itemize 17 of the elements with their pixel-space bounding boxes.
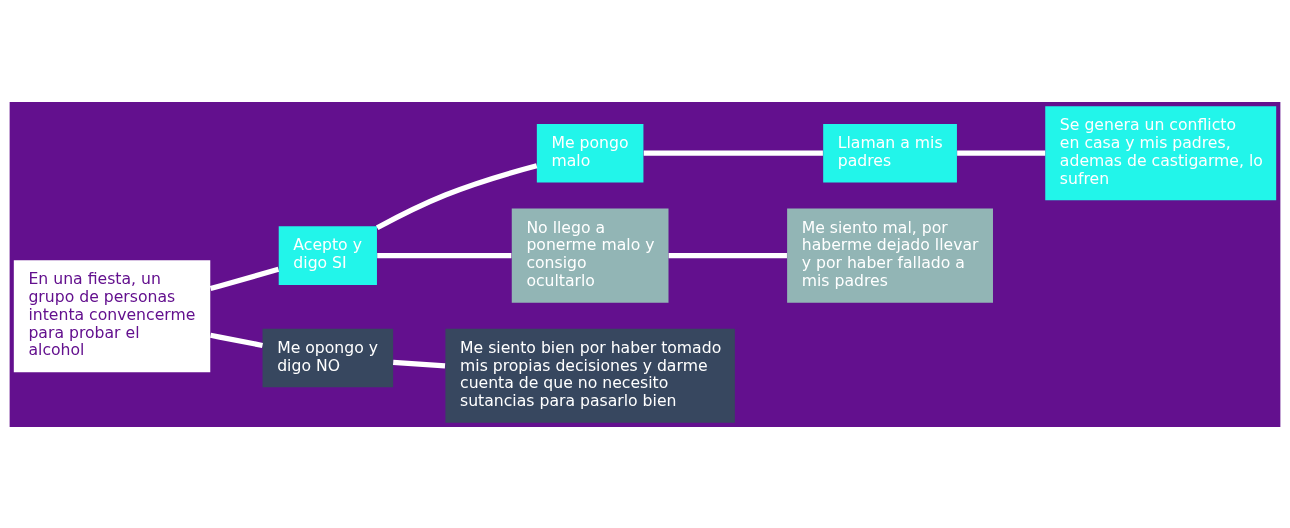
- node-box: Me siento bien por haber tomado mis propias decisiones y darme cuenta de que no necesito sutancias para pasarlo bien: [445, 328, 735, 423]
- node-box: Acepto y digo SI: [278, 225, 377, 285]
- node-box: Llaman a mis padres: [823, 123, 957, 182]
- node-box: En una fiesta, un grupo de personas intenta convencerme para probar el alcohol: [13, 259, 211, 372]
- connector: [643, 150, 823, 156]
- node-box: Me pongo malo: [536, 123, 644, 182]
- connector: [377, 252, 512, 258]
- node-box: Me siento mal, por haberme dejado llevar y por haber fallado a mis padres: [787, 208, 993, 303]
- connector: [393, 359, 446, 369]
- node-box: No llego a ponerme malo y consigo ocultarlo: [511, 208, 669, 303]
- connector: [668, 252, 787, 258]
- connector: [209, 266, 280, 291]
- node-box: Se genera un conflicto en casa y mis padres, ademas de castigarme, lo sufren: [1045, 105, 1277, 200]
- connector: [375, 162, 538, 230]
- connector: [957, 150, 1046, 156]
- connector: [210, 332, 263, 348]
- node-box: Me opongo y digo NO: [262, 328, 394, 387]
